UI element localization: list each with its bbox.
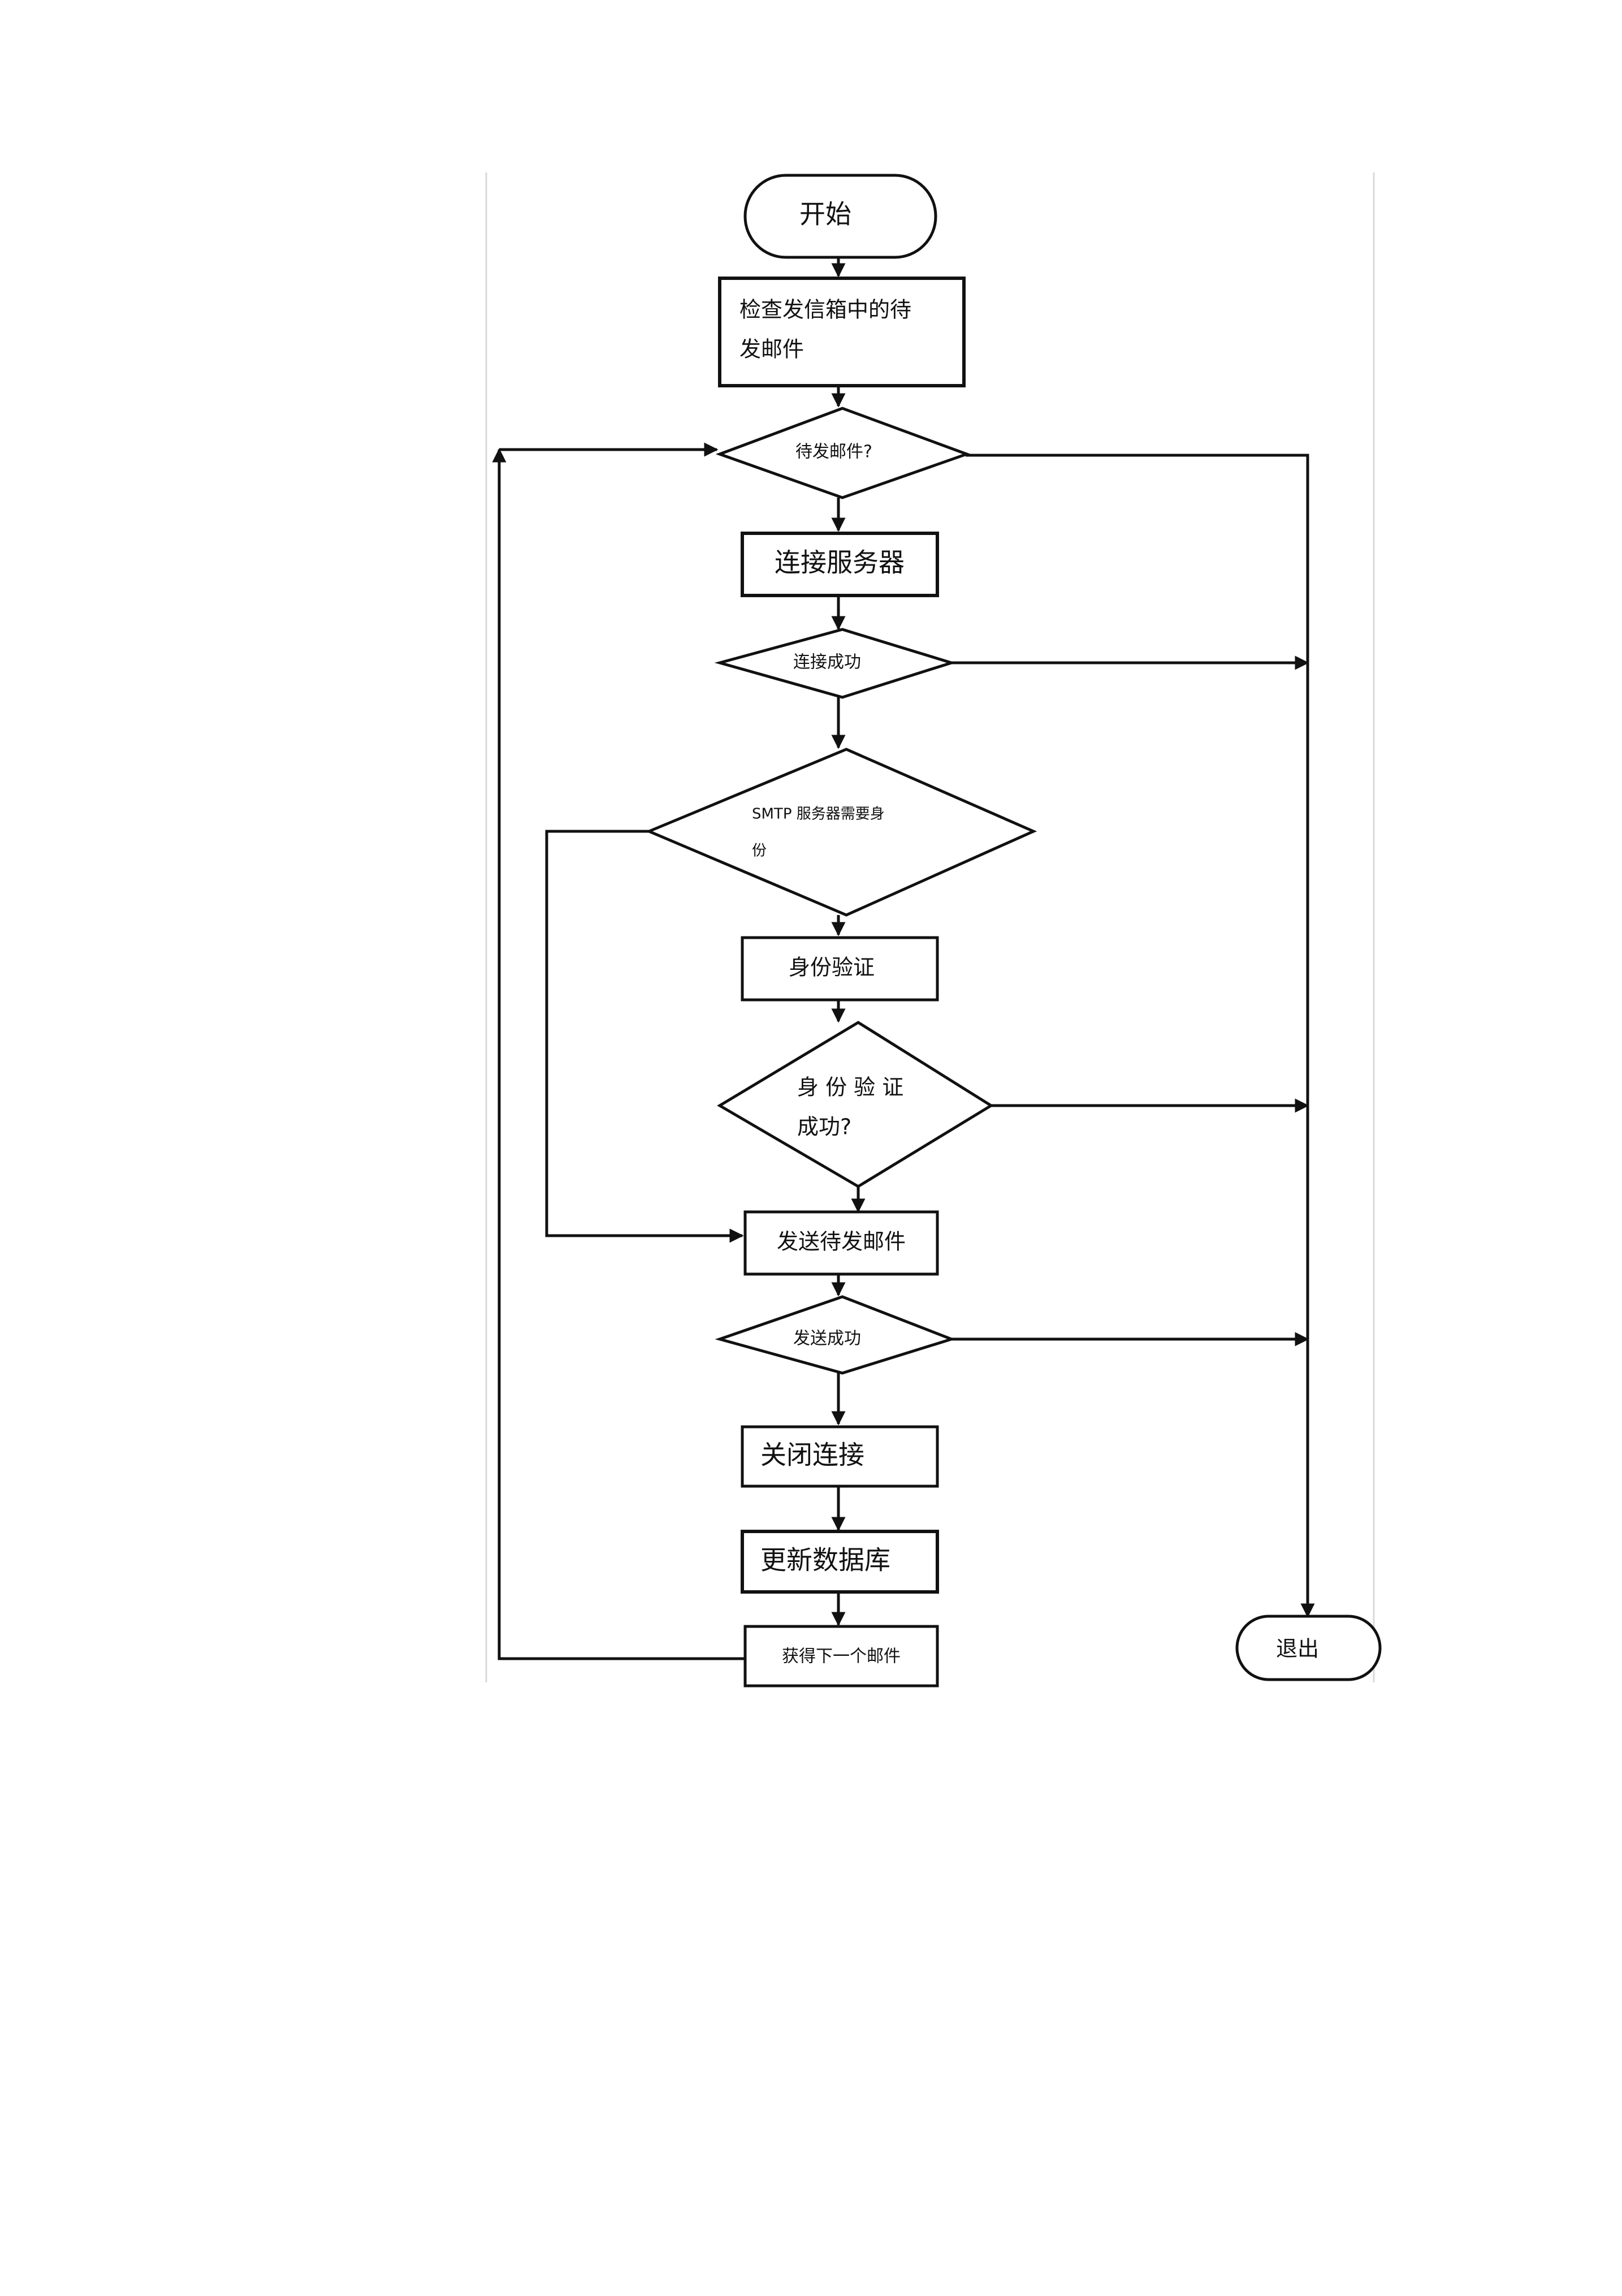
node-connect-server-label: 连接服务器 bbox=[775, 547, 905, 578]
node-connect-ok-label: 连接成功 bbox=[793, 653, 861, 672]
node-send-ok-label: 发送成功 bbox=[793, 1329, 861, 1349]
node-send-ok: 发送成功 bbox=[720, 1297, 951, 1373]
node-send-mail-label: 发送待发邮件 bbox=[777, 1229, 906, 1254]
node-send-mail: 发送待发邮件 bbox=[745, 1212, 937, 1274]
node-smtp-auth-needed: SMTP 服务器需要身 份 bbox=[649, 749, 1033, 915]
node-update-db-label: 更新数据库 bbox=[760, 1545, 890, 1576]
node-smtp-auth-needed-line1: SMTP 服务器需要身 bbox=[752, 806, 885, 823]
node-check-outbox: 检查发信箱中的待 发邮件 bbox=[720, 278, 964, 386]
node-smtp-auth-needed-line2: 份 bbox=[752, 843, 767, 860]
node-next-mail-label: 获得下一个邮件 bbox=[782, 1647, 901, 1667]
node-connect-ok: 连接成功 bbox=[720, 629, 951, 697]
edge-pending-to-exit bbox=[966, 455, 1308, 1616]
node-exit-label: 退出 bbox=[1276, 1637, 1319, 1661]
node-check-outbox-line1: 检查发信箱中的待 bbox=[739, 297, 911, 322]
node-connect-server: 连接服务器 bbox=[742, 533, 937, 595]
node-exit: 退出 bbox=[1237, 1616, 1380, 1680]
node-start-label: 开始 bbox=[799, 199, 851, 230]
node-has-pending-label: 待发邮件? bbox=[795, 442, 872, 462]
node-auth-ok: 身 份 验 证 成功? bbox=[720, 1022, 991, 1186]
edge-smtp-bypass bbox=[547, 831, 742, 1236]
node-check-outbox-line2: 发邮件 bbox=[739, 337, 804, 362]
node-close-connection-label: 关闭连接 bbox=[760, 1440, 864, 1470]
node-authenticate-label: 身份验证 bbox=[789, 955, 875, 980]
node-close-connection: 关闭连接 bbox=[742, 1427, 937, 1486]
node-next-mail: 获得下一个邮件 bbox=[745, 1626, 937, 1686]
edge-next-loop-back bbox=[499, 450, 745, 1659]
node-auth-ok-line2: 成功? bbox=[797, 1115, 851, 1140]
node-authenticate: 身份验证 bbox=[742, 938, 937, 1000]
node-start: 开始 bbox=[745, 175, 936, 257]
node-auth-ok-line1: 身 份 验 证 bbox=[797, 1075, 903, 1100]
node-update-db: 更新数据库 bbox=[742, 1531, 937, 1592]
node-has-pending: 待发邮件? bbox=[720, 408, 967, 498]
